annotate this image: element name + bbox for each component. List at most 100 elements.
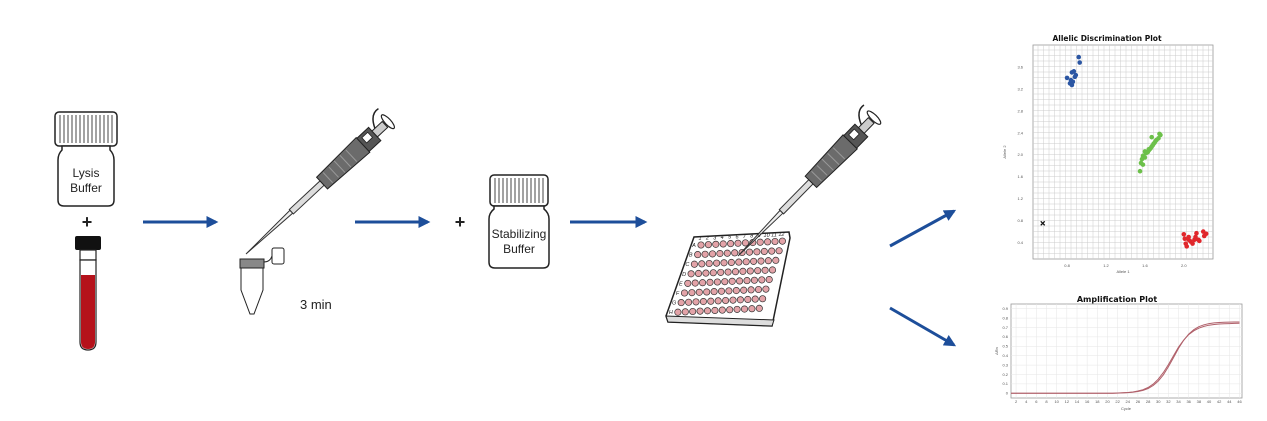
plate-row-label: F [676, 291, 680, 297]
stabilizing-buffer-bottle: Stabilizing Buffer [488, 174, 550, 269]
data-point [1197, 238, 1202, 244]
data-point [1137, 168, 1143, 174]
plate-well [703, 307, 712, 315]
x-tick-label: 16 [1085, 399, 1090, 404]
x-axis-label: Cycle [1121, 406, 1132, 411]
plate-well [729, 296, 737, 304]
plate-well [731, 268, 740, 276]
x-tick-label: 4 [1025, 399, 1028, 404]
x-tick-label: 12 [1065, 399, 1070, 404]
plate-column-label: 2 [705, 236, 709, 242]
data-point [1190, 241, 1195, 246]
plate-well [755, 304, 763, 312]
y-tick-label: 0.9 [1002, 306, 1008, 311]
plate-well [733, 305, 741, 313]
data-point [1139, 156, 1145, 162]
amplification-curve [1011, 322, 1240, 394]
data-point [1194, 230, 1199, 236]
data-point [1069, 82, 1075, 88]
plate-well [731, 249, 739, 257]
plate-well [759, 295, 767, 303]
y-tick-label: 0.7 [1002, 325, 1008, 330]
plate-well [674, 308, 682, 316]
data-point [1071, 69, 1077, 74]
plate-well [745, 248, 754, 256]
data-point [1186, 234, 1191, 240]
x-tick-label: 1.2 [1103, 263, 1109, 268]
x-tick-label: 44 [1227, 399, 1232, 404]
plus-sign: + [455, 212, 466, 232]
plate-well [681, 308, 689, 316]
plate-well [775, 247, 783, 255]
x-tick-label: 1.6 [1142, 263, 1148, 268]
plate-well [747, 286, 755, 294]
plate-row-label: E [679, 281, 683, 287]
x-tick-label: 8 [1045, 399, 1048, 404]
plate-well [685, 298, 693, 306]
plate-well [698, 260, 706, 268]
x-tick-label: 20 [1105, 399, 1110, 404]
data-point [1077, 60, 1083, 65]
plate-well [748, 305, 756, 313]
data-point [1184, 244, 1190, 249]
plate-well [696, 307, 704, 315]
plate-well [694, 251, 702, 259]
plate-well [690, 260, 698, 268]
plate-well [743, 277, 751, 285]
lysis-buffer-label-line2: Buffer [70, 181, 102, 195]
y-axis-label: Allele 2 [1002, 145, 1007, 159]
x-axis-label: Allele 1 [1116, 269, 1130, 274]
y-tick-label: 0.3 [1002, 362, 1008, 367]
y-tick-label: 0.6 [1002, 334, 1008, 339]
x-tick-label: 40 [1207, 399, 1212, 404]
x-tick-label: 38 [1197, 399, 1202, 404]
data-point [1203, 231, 1209, 237]
plate-well [707, 297, 715, 305]
y-tick-label: 2.0 [1017, 152, 1023, 157]
plate-well [699, 297, 707, 306]
y-tick-label: 0.4 [1017, 240, 1023, 245]
chart-title: Allelic Discrimination Plot [1052, 34, 1161, 43]
plate-well [677, 299, 685, 307]
plate-well [710, 288, 718, 296]
plate-well [720, 259, 728, 267]
y-tick-label: 1.6 [1017, 174, 1023, 179]
plate-well [714, 297, 722, 305]
plate-well [689, 307, 697, 316]
plate-column-label: 11 [771, 233, 777, 239]
data-point [1140, 162, 1146, 167]
plate-well [697, 241, 705, 249]
plate-well [732, 286, 740, 295]
bottle-cap [54, 111, 118, 147]
y-tick-label: 0.8 [1002, 315, 1008, 320]
y-tick-label: 0.5 [1002, 344, 1008, 349]
plate-well [754, 285, 763, 294]
plate-row-label: G [672, 301, 677, 307]
plate-well [757, 257, 765, 265]
plate-well [765, 275, 773, 284]
plate-well [740, 305, 749, 313]
plate-column-label: 3 [713, 235, 717, 241]
plate-well [695, 288, 703, 296]
x-tick-label: 14 [1075, 399, 1080, 404]
x-tick-label: 46 [1237, 399, 1242, 404]
x-tick-label: 6 [1035, 399, 1038, 404]
plate-well [758, 276, 766, 284]
plate-well [680, 289, 689, 297]
plate-column-label: 12 [778, 232, 784, 238]
plate-well [703, 288, 711, 296]
plate-well [736, 277, 744, 285]
plate-well [746, 267, 754, 275]
y-tick-label: 0.2 [1002, 372, 1008, 377]
y-tick-label: 3.2 [1017, 86, 1023, 91]
x-tick-label: 36 [1186, 399, 1191, 404]
plate-well [761, 266, 769, 274]
plate-well [778, 237, 786, 245]
x-tick-label: 22 [1115, 399, 1120, 404]
plate-well [756, 238, 764, 246]
plate-well [713, 278, 721, 286]
x-tick-label: 24 [1126, 399, 1131, 404]
